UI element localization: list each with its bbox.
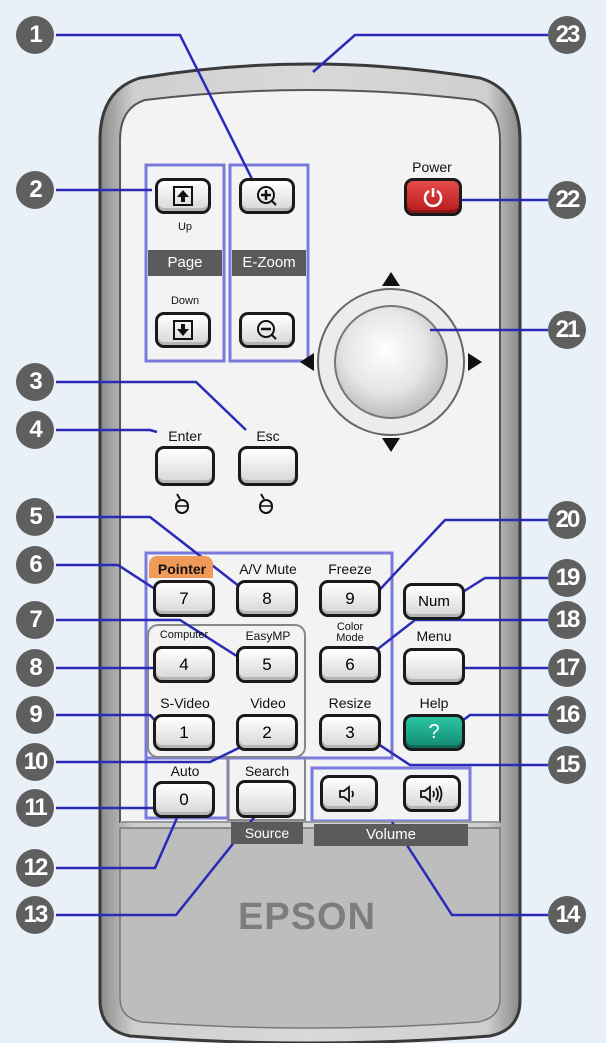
s-video-label: S-Video: [160, 695, 210, 711]
direction-dial: [334, 305, 448, 419]
auto-label: Auto: [170, 763, 200, 779]
callout-badge: 15: [548, 746, 586, 784]
key-9-freeze[interactable]: 9: [319, 580, 381, 617]
mouse-icon: [259, 493, 273, 514]
key-7-pointer[interactable]: 7: [153, 580, 215, 617]
volume-down-icon: [339, 784, 354, 803]
pointer-tab: [149, 556, 213, 578]
remote-lower: [119, 827, 501, 1029]
callout-badge: 14: [548, 896, 586, 934]
page-up-button[interactable]: [155, 178, 211, 214]
enter-label: Enter: [168, 428, 202, 444]
callout-badge: 19: [548, 559, 586, 597]
video-label: Video: [250, 695, 286, 711]
esc-button[interactable]: [238, 446, 298, 486]
power-icon: [423, 188, 443, 208]
freeze-label: Freeze: [328, 561, 372, 577]
ezoom-group: [228, 163, 310, 363]
esc-label: Esc: [256, 428, 280, 444]
callout-badge: 23: [548, 16, 586, 54]
zoom-out-icon: [257, 320, 277, 340]
key-3-resize[interactable]: 3: [319, 714, 381, 751]
computer-label: Computer: [159, 629, 209, 641]
callout-badge: 12: [16, 849, 54, 887]
callout-badge: 3: [16, 363, 54, 401]
volume-down-button[interactable]: [320, 775, 378, 812]
callout-badge: 21: [548, 311, 586, 349]
callout-badge: 5: [16, 498, 54, 536]
volume-group-label: Volume: [314, 824, 468, 846]
page-down-arrow-icon: [173, 320, 193, 340]
search-button[interactable]: [236, 780, 296, 818]
callout-badge: 17: [548, 649, 586, 687]
page-down-button[interactable]: [155, 312, 211, 348]
easymp-label: EasyMP: [245, 629, 291, 643]
color-mode-label-2: Mode: [336, 632, 364, 644]
callout-badge: 16: [548, 696, 586, 734]
power-button[interactable]: [404, 178, 462, 216]
callout-badge: 9: [16, 696, 54, 734]
power-label: Power: [412, 159, 452, 175]
key-4-computer[interactable]: 4: [153, 646, 215, 683]
av-mute-label: A/V Mute: [239, 561, 297, 577]
callout-badge: 22: [548, 181, 586, 219]
callout-badge: 6: [16, 546, 54, 584]
zoom-in-icon: [257, 186, 277, 206]
key-1-s-video[interactable]: 1: [153, 714, 215, 751]
help-button[interactable]: ?: [403, 714, 465, 751]
search-label: Search: [244, 763, 290, 779]
callout-badge: 8: [16, 649, 54, 687]
callout-badge: 20: [548, 501, 586, 539]
ezoom-in-button[interactable]: [239, 178, 295, 214]
callout-badge: 1: [16, 16, 54, 54]
dial-up-arrow-icon: [382, 272, 400, 286]
key-6-color-mode[interactable]: 6: [319, 646, 381, 683]
pointer-label: Pointer: [157, 561, 207, 577]
resize-label: Resize: [328, 695, 372, 711]
help-label: Help: [419, 695, 449, 711]
inner-keypad-frame: [147, 624, 306, 758]
page-group-label: Page: [148, 250, 222, 276]
menu-label: Menu: [416, 628, 452, 644]
color-mode-label-1: Color: [336, 621, 364, 633]
volume-up-button[interactable]: [403, 775, 461, 812]
mouse-icon: [175, 493, 189, 514]
page-up-arrow-icon: [173, 186, 193, 206]
callout-badge: 2: [16, 171, 54, 209]
callout-badge: 10: [16, 743, 54, 781]
dial-right-arrow-icon: [468, 353, 482, 371]
dial-left-arrow-icon: [300, 353, 314, 371]
key-5-easymp[interactable]: 5: [236, 646, 298, 683]
key-8-av-mute[interactable]: 8: [236, 580, 298, 617]
page-up-label: Up: [177, 221, 193, 233]
num-button[interactable]: Num: [403, 583, 465, 620]
callout-badge: 7: [16, 601, 54, 639]
source-group-label: Source: [231, 822, 303, 844]
key-2-video[interactable]: 2: [236, 714, 298, 751]
source-bracket: [227, 758, 306, 821]
volume-up-icon: [420, 784, 443, 803]
page-down-label: Down: [170, 295, 200, 307]
callout-badge: 11: [16, 789, 54, 827]
callout-badge: 18: [548, 601, 586, 639]
enter-button[interactable]: [155, 446, 215, 486]
key-0-auto[interactable]: 0: [153, 781, 215, 818]
callout-badge: 4: [16, 411, 54, 449]
page-group: [144, 163, 226, 363]
menu-button[interactable]: [403, 648, 465, 685]
ezoom-group-label: E-Zoom: [232, 250, 306, 276]
callout-badge: 13: [16, 896, 54, 934]
ezoom-out-button[interactable]: [239, 312, 295, 348]
brand-logo: EPSON: [238, 896, 377, 938]
dial-down-arrow-icon: [382, 438, 400, 452]
